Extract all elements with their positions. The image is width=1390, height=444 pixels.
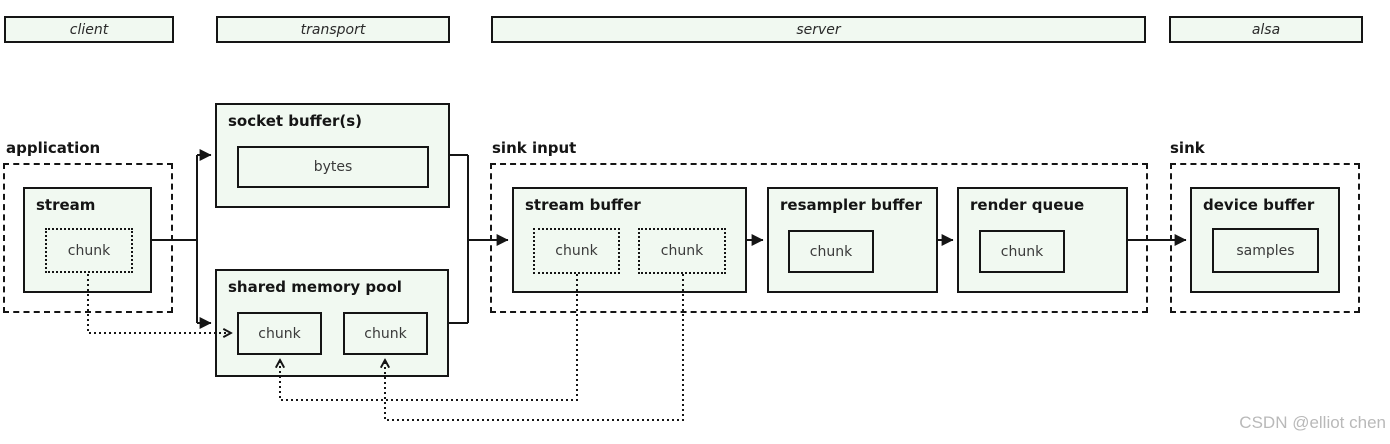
node-title-shared-memory-pool: shared memory pool (228, 278, 402, 296)
node-socket-buffer: socket buffer(s) bytes (215, 103, 450, 208)
node-device-buffer: device buffer samples (1190, 187, 1340, 293)
watermark: CSDN @elliot chen (1239, 413, 1386, 432)
chunk-label: chunk (364, 325, 407, 342)
lane-header-client: client (4, 16, 174, 43)
node-title-render-queue: render queue (970, 196, 1085, 214)
chunk-box: chunk (979, 230, 1065, 273)
chunk-label: chunk (1000, 243, 1044, 260)
lane-label-client: client (69, 21, 109, 38)
node-title-stream-buffer: stream buffer (525, 196, 641, 214)
group-sink (1170, 163, 1360, 313)
lane-header-transport: transport (216, 16, 450, 43)
node-title-stream: stream (36, 196, 96, 214)
chunk-label: chunk (555, 243, 598, 259)
chunk-box: chunk (45, 228, 133, 273)
lane-label-server: server (796, 21, 841, 38)
chunk-label: chunk (67, 242, 111, 259)
group-label-sink: sink (1170, 139, 1205, 157)
bytes-box: bytes (237, 146, 429, 188)
chunk-label: chunk (258, 325, 301, 342)
node-stream: stream chunk (23, 187, 152, 293)
node-shared-memory-pool: shared memory pool chunk chunk (215, 269, 449, 377)
group-label-sink-input: sink input (492, 139, 577, 157)
connector-transport-merge-junction (449, 154, 469, 324)
lane-label-alsa: alsa (1251, 21, 1281, 38)
chunk-box: chunk (788, 230, 874, 273)
bytes-label: bytes (313, 159, 353, 175)
node-title-resampler-buffer: resampler buffer (780, 196, 923, 214)
node-title-socket-buffer: socket buffer(s) (228, 112, 363, 130)
node-render-queue: render queue chunk (957, 187, 1128, 293)
lane-header-alsa: alsa (1169, 16, 1363, 43)
chunk-label: chunk (809, 243, 853, 260)
node-resampler-buffer: resampler buffer chunk (767, 187, 938, 293)
chunk-box: chunk (343, 312, 428, 355)
node-title-device-buffer: device buffer (1203, 196, 1315, 214)
group-label-application: application (6, 139, 101, 157)
lane-label-transport: transport (300, 21, 366, 38)
chunk-box: chunk (237, 312, 322, 355)
samples-label: samples (1236, 242, 1295, 259)
lane-header-server: server (491, 16, 1146, 43)
samples-box: samples (1212, 228, 1319, 273)
chunk-box: chunk (533, 228, 620, 274)
chunk-label: chunk (660, 243, 704, 259)
group-sink-input (490, 163, 1148, 313)
chunk-box: chunk (638, 228, 726, 274)
node-stream-buffer: stream buffer chunk chunk (512, 187, 747, 293)
